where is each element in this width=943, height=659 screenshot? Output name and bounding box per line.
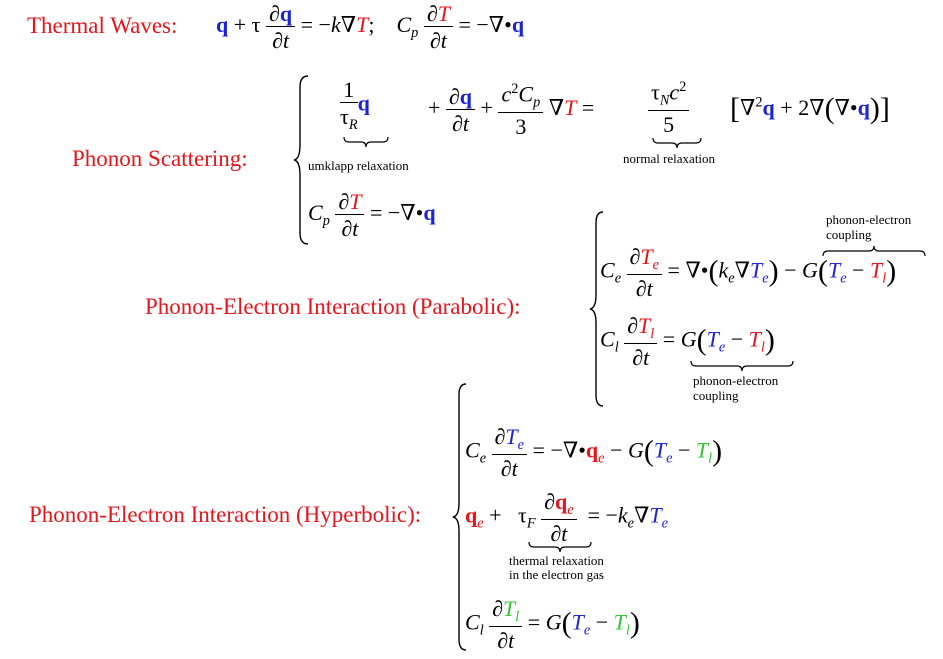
phonon-scattering-label: Phonon Scattering:	[72, 146, 248, 171]
parabolic-label: Phonon-Electron Interaction (Parabolic):	[145, 294, 521, 319]
hyperbolic-equation-1: Ce ∂Te∂t = −∇•qe − G(Te − Tl)	[465, 424, 723, 481]
hyperbolic-brace	[452, 383, 467, 651]
parabolic-equation-2: Cl ∂Tl∂t = G(Te − Tl)	[600, 313, 775, 370]
hyperbolic-equation-2: qe + τF ∂qe∂t = −ke∇Te	[465, 489, 669, 546]
thermal-waves-label: Thermal Waves:	[27, 13, 178, 38]
normal-underbrace	[652, 137, 702, 149]
umklapp-underbrace	[343, 136, 389, 148]
thermal-relaxation-underbrace	[528, 541, 592, 553]
hyperbolic-equation-3: Cl ∂Tl∂t = G(Te − Tl)	[465, 596, 640, 653]
thermal-waves-equation: q + τ ∂q∂t = −k∇T; Cp ∂T∂t = −∇•q	[216, 1, 525, 54]
phonon-scattering-equation-1d: [∇2q + 2∇(∇•q)]	[730, 92, 890, 125]
parabolic-equation-1: Ce ∂Te∂t = ∇•(ke∇Te) − G(Te − Tl)	[600, 244, 897, 301]
coupling-overbrace	[822, 245, 926, 257]
phonon-scattering-brace	[293, 75, 309, 245]
parabolic-brace	[589, 211, 604, 407]
hyperbolic-label: Phonon-Electron Interaction (Hyperbolic)…	[29, 502, 422, 527]
phonon-scattering-equation-2: Cp ∂T∂t = −∇•q	[308, 189, 436, 242]
normal-relaxation-note: normal relaxation	[623, 151, 716, 166]
coupling-underbrace	[690, 360, 794, 372]
umklapp-relaxation-note: umklapp relaxation	[308, 158, 409, 173]
